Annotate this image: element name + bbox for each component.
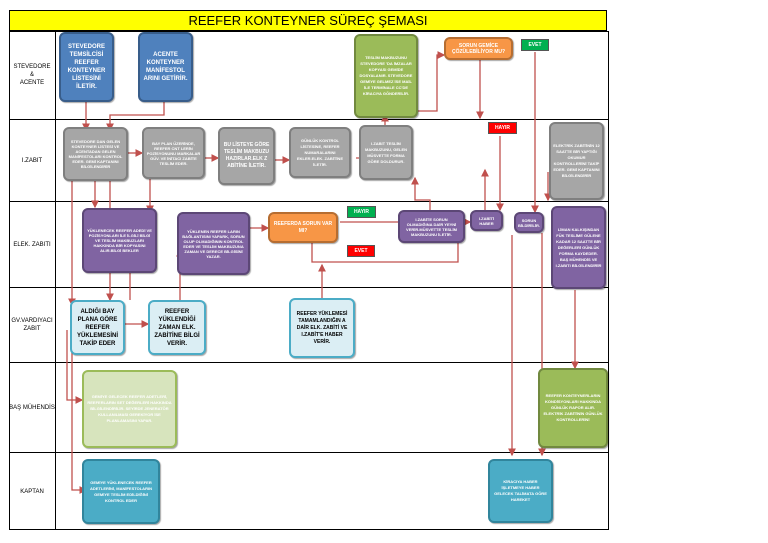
chief-engineer-info-box: GEMİYE GELECEK REEFER ADETLERİ, REEFERLA… <box>82 370 177 448</box>
to-chief-box: I.ZABİTİ HABER <box>470 210 503 231</box>
stevedore-list-box: STEVEDORE TEMSİLCİSİ REEFER KONTEYNER Lİ… <box>59 32 114 102</box>
no-tag: HAYIR <box>488 122 517 134</box>
receipt-inform-box: I.ZABIT TESLİM MAKBUZUNU, GELEN MÜSVETTE… <box>359 125 413 180</box>
arrow <box>106 102 165 132</box>
problem-notify-box: SORUN BİLDİRİLİR. <box>514 212 544 233</box>
lane-stevedore-agent: STEVEDORE & ACENTE <box>9 31 609 120</box>
loading-done-box: REEFER YÜKLEMESİ TAMAMLANDIĞIN A DAİR EL… <box>289 298 355 358</box>
diagram-title: REEFER KONTEYNER SÜREÇ ŞEMASI <box>9 10 607 31</box>
lane-label: ELEK. ZABITI <box>9 202 56 287</box>
bay-plan-box: BAY PLAN ÜZERİNDE, REEFER CNT LERİN POZİ… <box>142 127 205 179</box>
daily-check-box: GÜNLÜK KONTROL LİSTESİNE, REEFER NUMARAL… <box>289 127 351 178</box>
lane-label: BAŞ MÜHENDİS <box>9 363 56 452</box>
follow-bayplan-box: ALDIĞI BAY PLANA GÖRE REEFER YÜKLEMESİNİ… <box>70 300 125 355</box>
receipt-prep-box: BU LİSTEYE GÖRE TESLİM MAKBUZU HAZIRLAR.… <box>218 127 275 185</box>
arrow <box>311 233 462 263</box>
charterer-inform-box: KİRACIYA HABER İŞLETMEYE HABER GELECEK T… <box>488 459 553 523</box>
diagram-frame <box>9 31 609 530</box>
reefer-problem-decision: REEFERDA SORUN VAR MI? <box>268 212 338 243</box>
lane-label: STEVEDORE & ACENTE <box>9 31 56 119</box>
agent-manifest-box: ACENTE KONTEYNER MANİFESTOL ARINI GETİRİ… <box>138 32 193 102</box>
lane-captain: KAPTAN <box>9 453 609 530</box>
reefer-position-box: YÜKLENECEK REEFER ADEDİ VE POZİSYONLARI … <box>82 208 157 273</box>
yes-tag: EVET <box>521 39 549 51</box>
chief-compare-box: STEVEDORE DAN GELEN KONTEYNER LİSTESİ VE… <box>63 127 128 181</box>
lane-label: KAPTAN <box>9 453 56 530</box>
lane-label: I.ZABIT <box>9 120 56 201</box>
lane-electrician: ELEK. ZABITI <box>9 202 609 288</box>
dock-monitor-box: LİMAN KALKIŞINDAN FÜK TESLİME GÜLENE KAD… <box>551 206 606 289</box>
arrow <box>411 176 431 213</box>
arrow <box>71 325 88 494</box>
captain-control-box: GEMİYE YÜKLENECEK REEFER ADETLERİNİ, MAN… <box>82 459 160 524</box>
problem-solved-decision: SORUN GEMİCE ÇÖZÜLEBİLİYOR MU? <box>444 37 513 60</box>
time-info-box: REEFER YÜKLENDİĞİ ZAMAN ELK. ZABİTİNE Bİ… <box>148 300 206 355</box>
lane-chief-officer: I.ZABIT <box>9 120 609 202</box>
electrician-check-box: ELEKTRİK ZABİTİNİN 12 SAATTE BİR YAPTIĞI… <box>549 122 604 200</box>
lane-chief-engineer: BAŞ MÜHENDİS <box>9 363 609 453</box>
yes-tag: EVET <box>347 245 375 257</box>
lane-label: GV.VARDIYACI ZABIT <box>9 288 56 362</box>
no-tag: HAYIR <box>347 206 376 218</box>
reefer-connect-box: YÜKLENEN REEFER LARIN BAĞLANTISINI YAPAR… <box>177 212 250 275</box>
arrow <box>66 330 84 404</box>
lane-watch-officer: GV.VARDIYACI ZABIT <box>9 288 609 363</box>
reefer-condition-box: REEFER KONTEYNERLARIN KONDİSYONLARI HAKK… <box>538 368 608 448</box>
notify-chief-box: I.ZABİTE SORUN OLMADIĞINA DAİR YEYNİ VER… <box>398 210 465 243</box>
loading-docs-box: TESLİM MAKBUZUNU STEVEDORE 'DA İMZALAR K… <box>354 34 418 118</box>
